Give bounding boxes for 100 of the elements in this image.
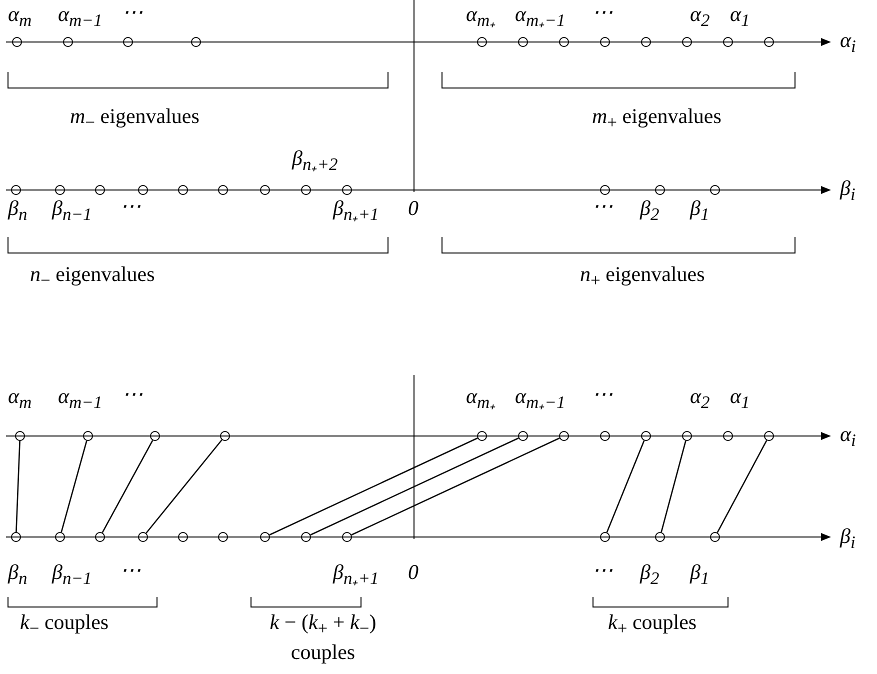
point-marker [55, 532, 65, 542]
bracket-caption: m$_{−}$ eigenvalues [70, 104, 200, 134]
point-marker [83, 431, 93, 441]
point-marker [655, 532, 665, 542]
math-label: α$_{2}$ [690, 2, 710, 32]
math-label: α$_{2}$ [690, 384, 710, 414]
point-marker [15, 431, 25, 441]
math-label: ⋯ [592, 0, 613, 24]
math-label: α$_{m−1}$ [58, 2, 102, 32]
connector-line [716, 440, 768, 533]
math-label: ⋯ [120, 558, 141, 582]
math-label: β$_{1}$ [690, 560, 710, 590]
point-marker [518, 37, 528, 47]
point-marker [764, 37, 774, 47]
point-marker [710, 185, 720, 195]
point-marker [342, 185, 352, 195]
connector-line [60, 440, 88, 532]
point-marker [63, 37, 73, 47]
point-marker [723, 431, 733, 441]
math-label: α$_{i}$ [840, 422, 856, 452]
point-marker [178, 185, 188, 195]
connector-line [269, 438, 478, 536]
math-label: ⋯ [592, 558, 613, 582]
point-marker [218, 532, 228, 542]
math-label: β$_{n₊+1}$ [333, 560, 379, 590]
math-label: ⋯ [122, 382, 143, 406]
math-label: ⋯ [120, 194, 141, 218]
point-marker [641, 431, 651, 441]
bracket-caption: k$_{−}$ couples [20, 610, 109, 640]
math-label: β$_{i}$ [840, 524, 856, 554]
point-marker [559, 37, 569, 47]
math-label: α$_{i}$ [840, 28, 856, 58]
point-marker [518, 431, 528, 441]
point-marker [218, 185, 228, 195]
math-label: α$_{m₊−1}$ [515, 384, 566, 414]
bracket-caption: k − (k$_{+}$ + k$_{−}$) couples [268, 610, 378, 664]
connector-line [146, 439, 222, 534]
math-label: β$_{n−1}$ [52, 196, 92, 226]
point-marker [260, 185, 270, 195]
point-marker [655, 185, 665, 195]
math-label: α$_{m}$ [8, 384, 32, 414]
connector-line [16, 440, 20, 532]
point-marker [764, 431, 774, 441]
point-marker [477, 431, 487, 441]
math-label: β$_{n−1}$ [52, 560, 92, 590]
point-marker [301, 532, 311, 542]
math-label: β$_{1}$ [690, 196, 710, 226]
point-marker [600, 185, 610, 195]
point-marker [11, 532, 21, 542]
bracket-caption: n$_{−}$ eigenvalues [30, 262, 155, 292]
math-label: α$_{m₊}$ [466, 384, 496, 414]
point-marker [682, 37, 692, 47]
bracket-caption: m$_{+}$ eigenvalues [592, 104, 722, 134]
bracket-caption: n$_{+}$ eigenvalues [580, 262, 705, 292]
point-marker [600, 532, 610, 542]
connector-line [351, 438, 560, 536]
point-marker [710, 532, 720, 542]
point-marker [600, 37, 610, 47]
math-label: ⋯ [592, 194, 613, 218]
connector-line [102, 440, 154, 533]
connector-line [660, 440, 686, 532]
point-marker [11, 185, 21, 195]
point-marker [123, 37, 133, 47]
point-marker [342, 532, 352, 542]
bracket-caption: k$_{+}$ couples [608, 610, 697, 640]
math-label: α$_{1}$ [730, 384, 750, 414]
math-label: α$_{m₊−1}$ [515, 2, 566, 32]
math-label: α$_{1}$ [730, 2, 750, 32]
point-marker [95, 532, 105, 542]
point-marker [682, 431, 692, 441]
math-label: 0 [408, 196, 418, 220]
point-marker [723, 37, 733, 47]
point-marker [641, 37, 651, 47]
point-marker [150, 431, 160, 441]
math-label: α$_{m−1}$ [58, 384, 102, 414]
point-marker [95, 185, 105, 195]
math-label: ⋯ [592, 382, 613, 406]
math-label: β$_{n₊+1}$ [333, 196, 379, 226]
point-marker [178, 532, 188, 542]
math-label: β$_{i}$ [840, 176, 856, 206]
point-marker [55, 185, 65, 195]
math-label: β$_{n₊+2}$ [292, 146, 338, 176]
point-marker [138, 185, 148, 195]
point-marker [12, 37, 22, 47]
math-label: α$_{m}$ [8, 2, 32, 32]
point-marker [600, 431, 610, 441]
point-marker [191, 37, 201, 47]
point-marker [220, 431, 230, 441]
point-marker [138, 532, 148, 542]
point-marker [559, 431, 569, 441]
math-label: α$_{m₊}$ [466, 2, 496, 32]
point-marker [301, 185, 311, 195]
math-label: 0 [408, 560, 418, 584]
point-marker [260, 532, 270, 542]
connector-line [310, 438, 519, 536]
math-label: ⋯ [122, 0, 143, 24]
math-label: β$_{2}$ [640, 560, 660, 590]
math-label: β$_{n}$ [8, 560, 28, 590]
connector-line [606, 440, 645, 533]
math-label: β$_{2}$ [640, 196, 660, 226]
